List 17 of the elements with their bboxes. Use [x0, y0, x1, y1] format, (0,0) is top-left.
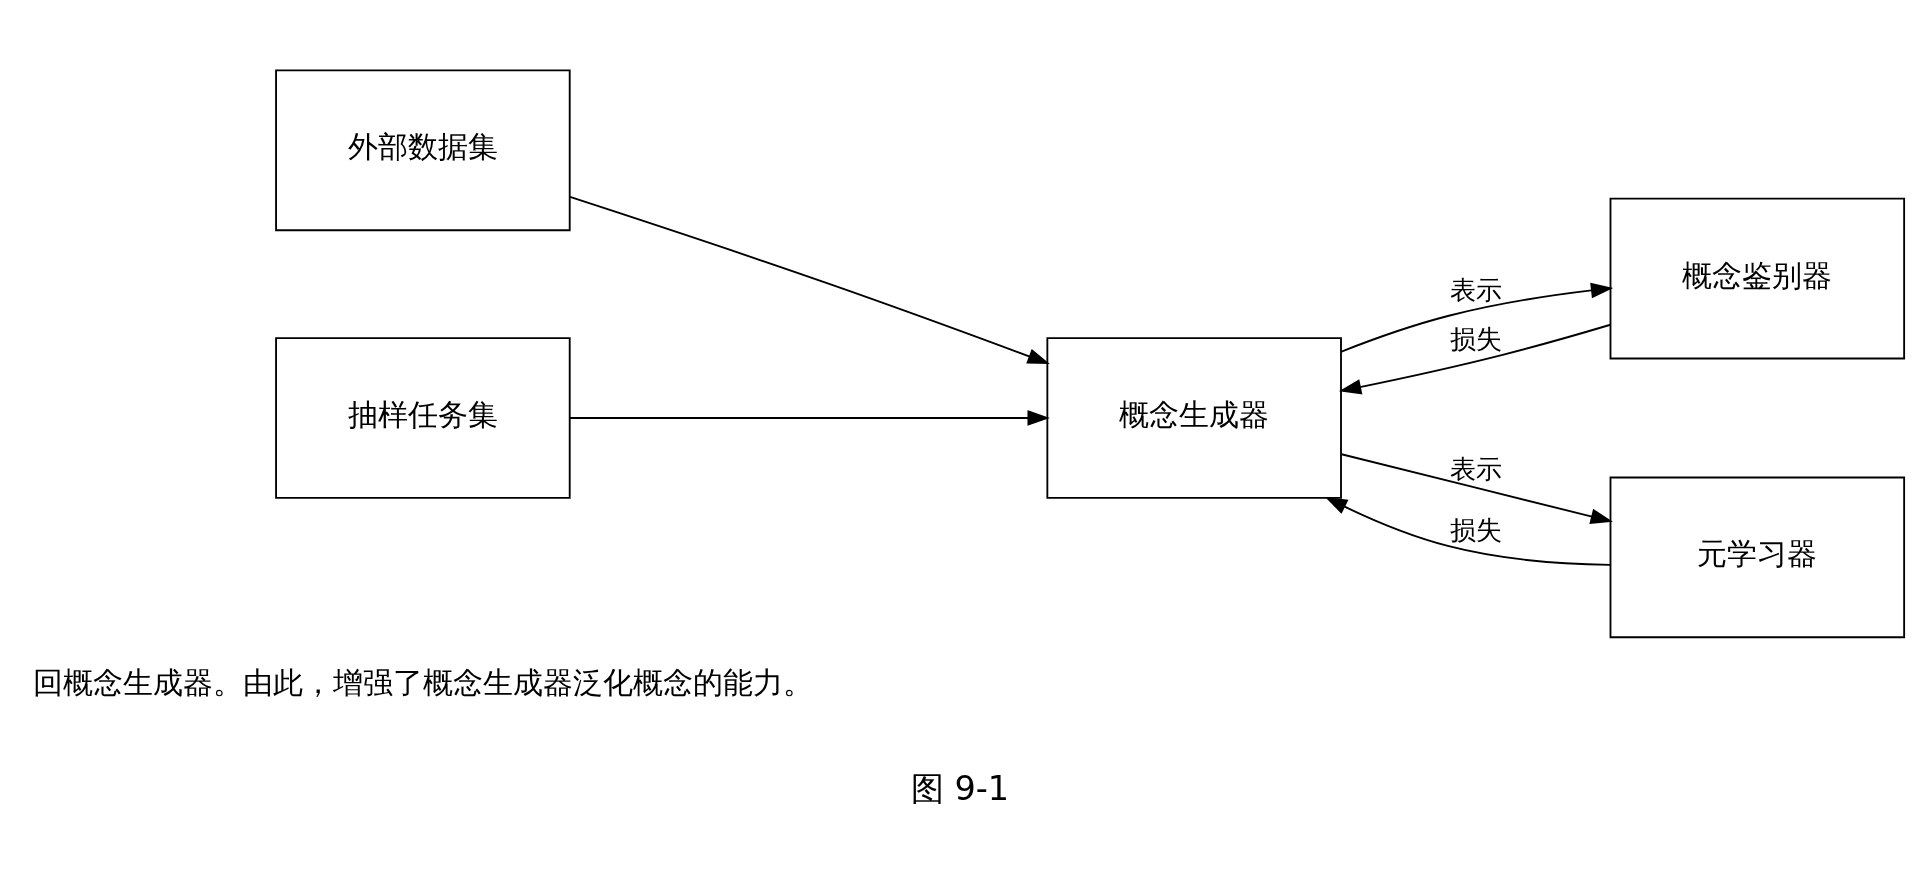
node-box: 元学习器: [1609, 476, 1906, 638]
edge-label: 表示: [1449, 274, 1502, 305]
label: 回概念生成器。由此，增强了概念生成器泛化概念的能力。: [32, 664, 813, 700]
edge-label: 损失: [1449, 514, 1502, 545]
node-box: 外部数据集: [275, 69, 571, 231]
arrow: [569, 195, 1050, 364]
node-box: 抽样任务集: [275, 336, 571, 499]
node-box: 概念鉴别器: [1609, 197, 1906, 359]
arrow: [1340, 452, 1613, 524]
arrow: [1338, 323, 1612, 394]
arrow: [569, 409, 1050, 426]
node-box: 概念生成器: [1046, 336, 1342, 499]
edge-label: 表示: [1449, 453, 1502, 484]
arrow: [1340, 282, 1614, 352]
arrow: [1325, 496, 1611, 566]
edge-label: 损失: [1449, 323, 1502, 354]
caption: 图 9-1: [910, 768, 1010, 808]
